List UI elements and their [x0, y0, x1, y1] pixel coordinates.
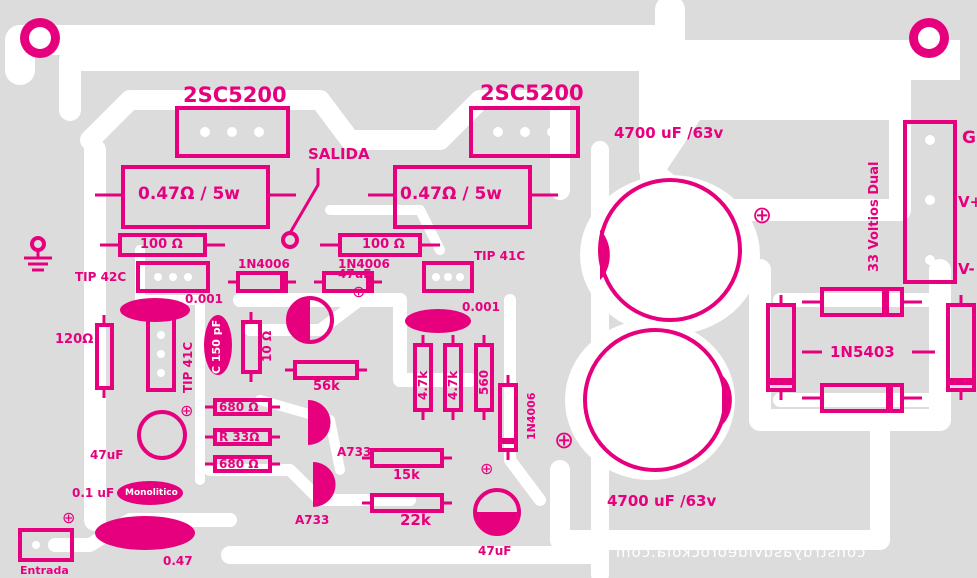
label-1n5403: 1N5403	[830, 343, 895, 361]
label-10: 10 Ω	[260, 330, 274, 362]
trace-ps-rails	[749, 259, 951, 431]
label-tip42c: TIP 42C	[75, 270, 127, 284]
cap-047	[95, 516, 195, 550]
plus-icon-4700-top: ⊕	[752, 201, 773, 229]
watermark: construyasuvideorockola.com	[615, 543, 866, 561]
label-047-right: 0.47Ω / 5w	[400, 184, 502, 204]
diode-1n4006-a	[236, 271, 288, 293]
ic-a733-top	[308, 400, 331, 445]
ground-pad	[30, 236, 46, 252]
label-1n4006-b: 1N4006	[338, 257, 390, 271]
label-22k: 22k	[400, 511, 431, 529]
label-100-left: 100 Ω	[140, 237, 183, 252]
cap-47uf-mid	[137, 410, 187, 460]
label-47uf-top: 47uF	[338, 267, 372, 281]
trace-right-bus	[504, 294, 546, 506]
label-r33: R 33Ω	[219, 430, 260, 444]
ground-pour	[640, 40, 960, 180]
trace-bridge	[773, 293, 937, 407]
label-a733-bottom: A733	[295, 513, 330, 527]
label-120: 120Ω	[55, 332, 94, 347]
bridge-diode-right	[946, 303, 976, 392]
label-4700-bottom: 4700 uF /63v	[607, 492, 717, 510]
label-1n4006-c: 1N4006	[525, 392, 538, 440]
label-100-right: 100 Ω	[362, 237, 405, 252]
resistor-15k	[370, 448, 444, 468]
resistor-56k	[293, 360, 359, 380]
plus-icon-47uf-bottom: ⊕	[480, 459, 494, 478]
label-47uf-mid: 47uF	[90, 448, 124, 462]
bridge-diode-left	[766, 303, 796, 392]
trace-feedback	[325, 205, 445, 255]
label-150pf: C 150 pF	[210, 319, 223, 374]
salida-pad	[281, 231, 299, 249]
label-047-left: 0.47Ω / 5w	[138, 184, 240, 204]
label-15k: 15k	[393, 468, 420, 483]
transistor-tip42c	[136, 261, 210, 293]
transistor-2sc5200-left	[175, 106, 290, 158]
label-0001-right: 0.001	[462, 300, 500, 314]
cap-47uf-top-flat	[288, 298, 310, 342]
cap-4700-bottom-flat	[722, 375, 732, 425]
label-conn-vminus: V-	[958, 260, 975, 278]
label-680-a: 680 Ω	[219, 400, 259, 414]
plus-icon-47uf-top: ⊕	[352, 282, 366, 301]
label-4700-top: 4700 uF /63v	[614, 124, 724, 142]
cap-pad-area-bottom	[565, 320, 735, 480]
ground-icon	[24, 250, 52, 272]
resistor-047-left	[121, 165, 270, 229]
label-2sc5200-left: 2SC5200	[183, 83, 287, 107]
label-560: 560	[477, 369, 491, 395]
label-47k-a: 4.7k	[416, 370, 430, 400]
plus-icon-047: ⊕	[62, 508, 76, 527]
label-conn-vplus: V+	[958, 193, 977, 211]
label-power-note: 33 Voltios Dual	[867, 161, 882, 273]
label-1n4006-a: 1N4006	[238, 257, 290, 271]
trace-main-loop	[80, 90, 570, 200]
cap-0001-right	[405, 309, 471, 333]
cap-47uf-bottom-flat	[475, 512, 519, 534]
power-connector	[903, 120, 957, 284]
trace-driver	[244, 294, 366, 336]
label-tip41c-driver: TIP 41C	[474, 249, 526, 263]
label-047: 0.47	[163, 554, 193, 568]
cap-pad-area-top	[580, 175, 760, 335]
label-tip41c-vertical: TIP 41C	[181, 341, 195, 393]
cap-150pf	[204, 315, 232, 375]
transistor-2sc5200-right	[469, 106, 580, 158]
ic-a733-bottom	[313, 462, 336, 507]
label-conn-g: G	[962, 128, 976, 148]
plus-icon-4700-bottom: ⊕	[554, 426, 575, 454]
label-0001-left: 0.001	[185, 292, 223, 306]
label-47uf-bottom: 47uF	[478, 544, 512, 558]
label-680-b: 680 Ω	[219, 457, 259, 471]
label-salida: SALIDA	[308, 145, 370, 163]
label-a733-top: A733	[337, 445, 372, 459]
cap-0001-left	[120, 298, 190, 322]
trace-outer-frame	[5, 0, 685, 85]
plus-icon-47uf-mid: ⊕	[180, 401, 194, 420]
label-01uf: 0.1 uF	[72, 486, 115, 500]
label-entrada: Entrada	[20, 564, 69, 577]
label-47k-b: 4.7k	[446, 370, 460, 400]
input-connector	[18, 528, 74, 562]
cap-monolitico	[117, 481, 183, 505]
label-56k: 56k	[313, 379, 340, 394]
trace-ps-loop	[550, 410, 890, 550]
resistor-047-right	[393, 165, 532, 229]
label-monolitico: Monolitico	[125, 488, 178, 498]
label-2sc5200-right: 2SC5200	[480, 81, 584, 105]
transistor-tip41c-driver	[422, 261, 474, 293]
cap-4700-top-flat	[600, 230, 610, 280]
